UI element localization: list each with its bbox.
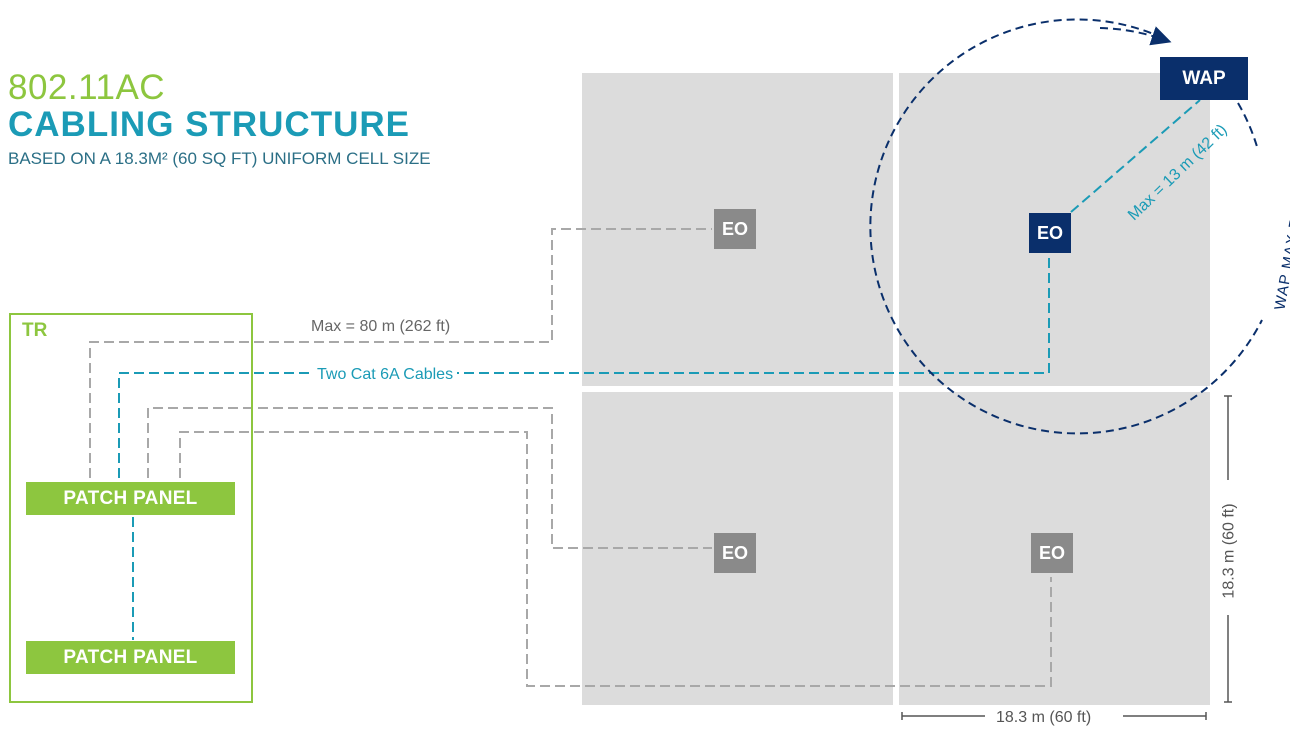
wap-box: WAP	[1160, 57, 1248, 100]
eo-bottom-left: EO	[714, 533, 756, 573]
cable-to-eo-bottom-right	[179, 431, 1052, 687]
wap-radius-arrow	[1099, 26, 1172, 46]
cell-width-dimension: 18.3 m (60 ft)	[990, 709, 1098, 727]
cell-height-dimension: 18.3 m (60 ft)	[1220, 497, 1239, 605]
wap-radius-tail	[1237, 102, 1259, 151]
subtitle: BASED ON A 18.3M² (60 SQ FT) UNIFORM CEL…	[8, 149, 431, 168]
patch-panel-top: PATCH PANEL	[26, 482, 235, 515]
telecom-room-box	[9, 313, 253, 703]
title-line-2: CABLING STRUCTURE	[8, 105, 410, 144]
cat6a-cables-label: Two Cat 6A Cables	[313, 366, 458, 384]
eo-top-left: EO	[714, 209, 756, 249]
cat6a-cable	[118, 253, 1050, 478]
title-line-1: 802.11AC	[8, 68, 166, 107]
telecom-room-label: TR	[22, 320, 48, 341]
wap-radius-circle	[869, 18, 1263, 435]
patch-panel-bottom: PATCH PANEL	[26, 641, 235, 674]
eo-top-right: EO	[1029, 213, 1071, 253]
cable-to-eo-top-left	[89, 228, 712, 478]
eo-to-wap-cable	[1070, 99, 1201, 213]
max-80m-label: Max = 80 m (262 ft)	[309, 318, 453, 336]
cable-to-eo-bottom-left	[147, 407, 712, 549]
eo-bottom-right: EO	[1031, 533, 1073, 573]
